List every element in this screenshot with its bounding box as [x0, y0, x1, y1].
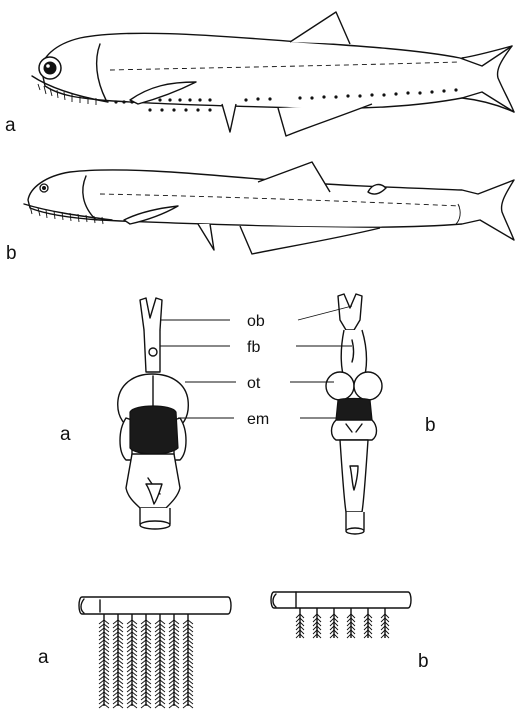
- fish-b-illustration: [24, 162, 514, 254]
- gill-a-filament: [127, 614, 137, 708]
- gill-a-filament: [183, 614, 193, 708]
- annotation-ob: ob: [247, 313, 265, 330]
- gill-b-filament: [313, 608, 321, 638]
- gill-a-filament: [113, 614, 123, 708]
- gill-a-filament: [99, 614, 109, 708]
- brain-b-label: b: [425, 415, 436, 436]
- brain-a-label: a: [60, 424, 71, 445]
- gill-b-illustration: [271, 592, 411, 638]
- brain-a-illustration: [118, 298, 189, 529]
- annotation-ot: ot: [247, 375, 261, 392]
- gill-b-filament: [347, 608, 355, 638]
- gill-b-label: b: [418, 651, 429, 672]
- fish-b-label: b: [6, 243, 17, 264]
- fish-a-label: a: [5, 115, 16, 136]
- gill-a-filament: [169, 614, 179, 708]
- brain-b-illustration: [326, 294, 382, 534]
- fish-a-illustration: [32, 12, 514, 136]
- gill-a-illustration: [79, 597, 231, 708]
- gill-b-filament: [330, 608, 338, 638]
- annotation-fb: fb: [247, 339, 260, 356]
- gill-b-filament: [381, 608, 389, 638]
- annotation-em: em: [247, 411, 269, 428]
- gill-a-filament: [155, 614, 165, 708]
- gill-a-filament: [141, 614, 151, 708]
- gill-a-label: a: [38, 647, 49, 668]
- gill-b-filament: [364, 608, 372, 638]
- gill-b-filament: [296, 608, 304, 638]
